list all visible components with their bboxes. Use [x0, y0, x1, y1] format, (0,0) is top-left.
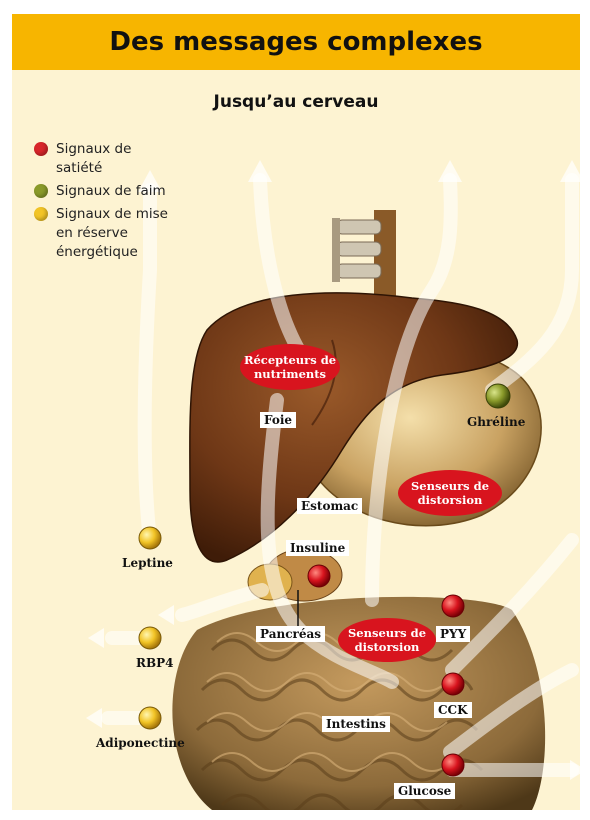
- liver-label: Foie: [260, 412, 296, 428]
- intestine-distortion-sensors-label: Senseurs de distorsion: [338, 618, 436, 662]
- legend-label: Signaux de mise en réserve énergétique: [56, 205, 176, 262]
- stomach-label: Estomac: [297, 498, 362, 514]
- legend-item-hunger: Signaux de faim: [34, 182, 176, 201]
- ghrelin-label: Ghréline: [467, 415, 525, 429]
- insulin-label: Insuline: [286, 540, 349, 556]
- receptors-label: Récepteurs de nutriments: [240, 344, 340, 390]
- figure-title: Des messages complexes: [109, 27, 482, 57]
- legend: Signaux de satiété Signaux de faim Signa…: [34, 140, 176, 266]
- glucose-dot: [442, 754, 464, 776]
- storage-signal-icon: [34, 207, 48, 221]
- pancreas-label: Pancréas: [256, 626, 325, 642]
- header-bar: Des messages complexes: [12, 14, 580, 70]
- legend-label: Signaux de satiété: [56, 140, 176, 178]
- insulin-dot: [308, 565, 330, 587]
- pyy-label: PYY: [436, 626, 470, 642]
- legend-item-satiety: Signaux de satiété: [34, 140, 176, 178]
- legend-label: Signaux de faim: [56, 182, 176, 201]
- glucose-label: Glucose: [394, 783, 455, 799]
- legend-item-storage: Signaux de mise en réserve énergétique: [34, 205, 176, 262]
- hunger-signal-icon: [34, 184, 48, 198]
- cck-dot: [442, 673, 464, 695]
- leptin-label: Leptine: [122, 556, 173, 570]
- adiponectin-dot: [139, 707, 161, 729]
- diagram-subtitle: Jusqu’au cerveau: [12, 92, 580, 112]
- diagram-panel: Jusqu’au cerveau Signaux de satiété Sign…: [12, 70, 580, 810]
- rbp4-dot: [139, 627, 161, 649]
- ghrelin-dot: [486, 384, 510, 408]
- rbp4-label: RBP4: [136, 656, 174, 670]
- cck-label: CCK: [434, 702, 472, 718]
- leptin-dot: [139, 527, 161, 549]
- intestines-label: Intestins: [322, 716, 390, 732]
- pyy-dot: [442, 595, 464, 617]
- stomach-distortion-sensors-label: Senseurs de distorsion: [398, 470, 502, 516]
- adiponectin-label: Adiponectine: [96, 736, 185, 750]
- satiety-signal-icon: [34, 142, 48, 156]
